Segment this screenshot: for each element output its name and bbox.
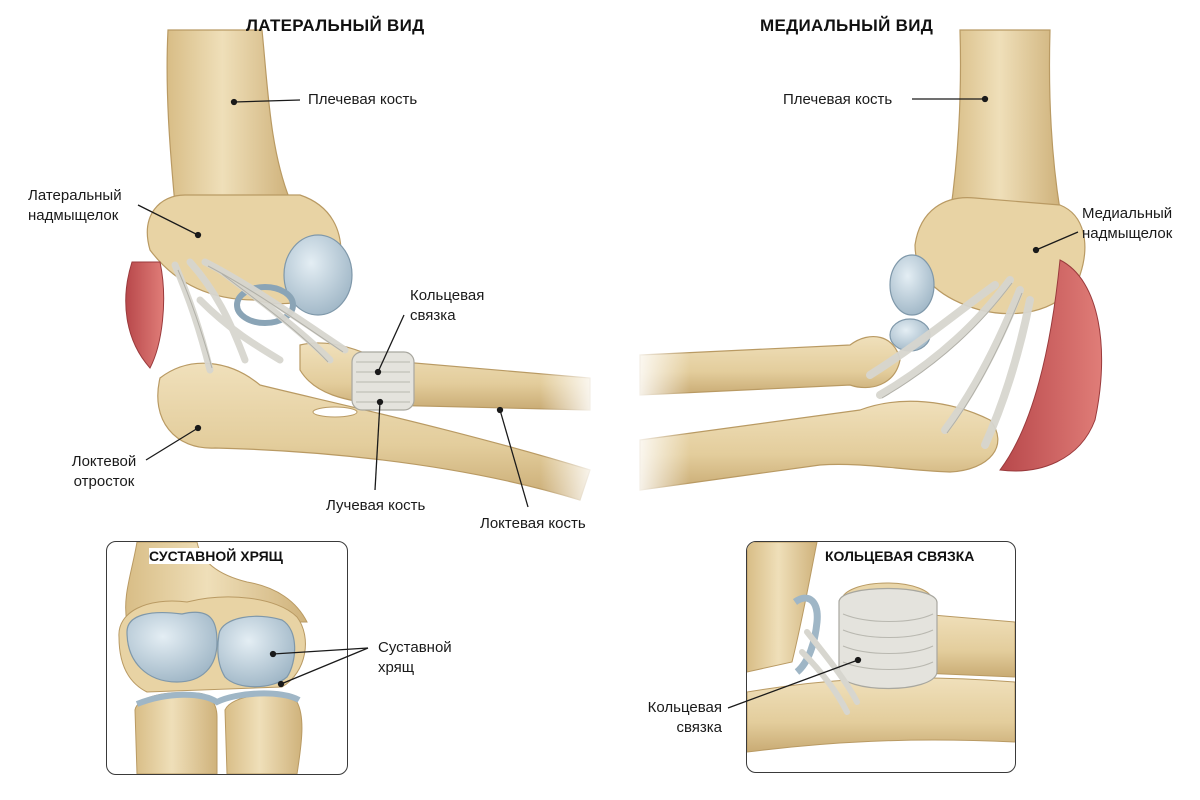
label-olecranon-line2: отросток bbox=[73, 473, 135, 490]
inset-annular-ligament: КОЛЬЦЕВАЯ СВЯЗКА bbox=[746, 541, 1016, 773]
label-annular-ligament: Кольцевая связка bbox=[410, 286, 484, 326]
label-lateral-epicondyle-line1: Латеральный bbox=[28, 187, 122, 204]
label-medial-epicondyle-line1: Медиальный bbox=[1082, 205, 1173, 222]
label-annular-ligament-line1: Кольцевая bbox=[410, 287, 485, 304]
label-medial-epicondyle: Медиальный надмыщелок bbox=[1082, 204, 1172, 244]
label-annular-ligament-inset-line2: связка bbox=[676, 719, 722, 736]
label-humerus-lateral: Плечевая кость bbox=[308, 91, 418, 108]
medial-view-art bbox=[630, 29, 1103, 510]
label-annular-ligament-line2: связка bbox=[410, 307, 456, 324]
label-lateral-epicondyle-line2: надмыщелок bbox=[28, 207, 119, 224]
label-annular-ligament-inset-line1: Кольцевая bbox=[647, 699, 722, 716]
inset-annular-art bbox=[747, 542, 1015, 753]
label-humerus-medial: Плечевая кость bbox=[783, 91, 893, 108]
label-radius: Лучевая кость bbox=[326, 497, 426, 514]
label-olecranon: Локтевой отросток bbox=[62, 452, 146, 492]
inset-cartilage-title: СУСТАВНОЙ ХРЯЩ bbox=[149, 548, 283, 564]
lateral-leaders bbox=[137, 98, 529, 508]
label-ulna: Локтевая кость bbox=[480, 515, 586, 532]
medial-view-title: МЕДИАЛЬНЫЙ ВИД bbox=[760, 16, 934, 35]
label-articular-cartilage: Суставной хрящ bbox=[378, 638, 452, 678]
label-olecranon-line1: Локтевой bbox=[71, 453, 137, 470]
label-articular-cartilage-line1: Суставной bbox=[378, 639, 452, 656]
label-articular-cartilage-line2: хрящ bbox=[378, 659, 415, 676]
label-lateral-epicondyle: Латеральный надмыщелок bbox=[28, 186, 122, 226]
lateral-view-art bbox=[125, 29, 600, 520]
label-medial-epicondyle-line2: надмыщелок bbox=[1082, 225, 1173, 242]
inset-annular-title: КОЛЬЦЕВАЯ СВЯЗКА bbox=[825, 548, 975, 564]
label-annular-ligament-inset: Кольцевая связка bbox=[622, 698, 722, 738]
medial-leaders bbox=[912, 95, 1079, 254]
lateral-view-title: ЛАТЕРАЛЬНЫЙ ВИД bbox=[246, 16, 425, 35]
inset-articular-cartilage: СУСТАВНОЙ ХРЯЩ bbox=[106, 541, 348, 775]
